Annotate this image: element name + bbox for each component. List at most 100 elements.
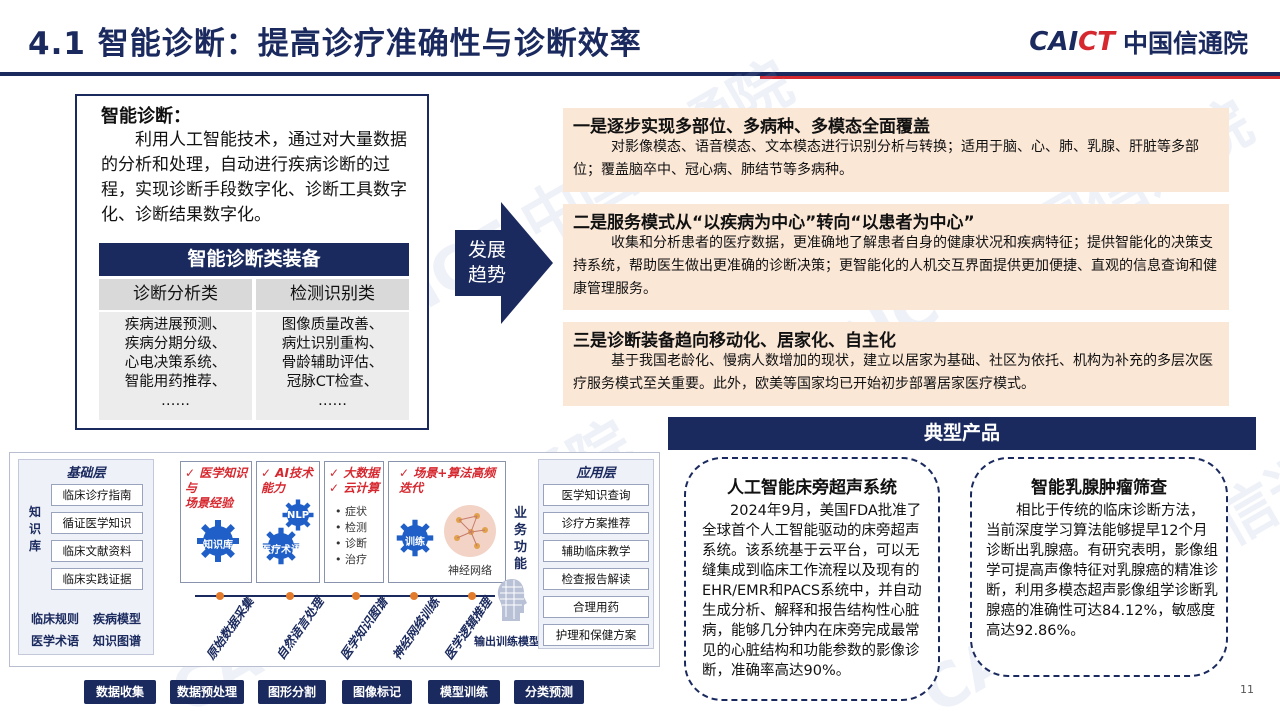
trend-box-3: 三是诊断装备趋向移动化、居家化、自主化 基于我国老龄化、慢病人数增加的现状，建立… — [563, 322, 1229, 406]
timeline-dot — [352, 592, 360, 600]
step-classification: 分类预测 — [514, 680, 584, 704]
kb-label: 知 识 库 — [29, 504, 41, 555]
business-label: 业 务 功 能 — [514, 505, 527, 573]
app-item: 诊疗方案推荐 — [543, 512, 649, 534]
bullet-item: • 检测 — [335, 521, 367, 534]
base-layer-title: 基础层 — [66, 466, 106, 481]
product-title: 智能乳腺肿瘤筛查 — [1031, 478, 1167, 498]
base-extra: 临床规则 — [31, 612, 80, 626]
trend-text: 基于我国老龄化、慢病人数增加的现状，建立以居家为基础、社区为依托、机构为补充的多… — [573, 353, 1213, 392]
app-item: 合理用药 — [543, 596, 649, 618]
list-item: 病灶识别重构、 — [281, 336, 384, 352]
arrow-label-line: 趋势 — [467, 264, 506, 286]
kb-item: 临床诊疗指南 — [51, 484, 143, 506]
app-item: 护理和保健方案 — [543, 624, 649, 646]
kb-item: 循证医学知识 — [51, 512, 143, 534]
definition-title: 智能诊断： — [101, 106, 191, 127]
step-data-collection: 数据收集 — [84, 680, 156, 704]
logo-chinese: 中国信通院 — [1122, 29, 1248, 58]
stage-label: ✓ 场景+算法高频 迭代 — [399, 466, 495, 496]
kb-label-char: 库 — [29, 539, 42, 553]
ai-diagnosis-diagram: 基础层 知 识 库 临床诊疗指南 循证医学知识 临床文献资料 临床实践证据 临床… — [9, 452, 660, 667]
kb-label-char: 识 — [29, 522, 42, 536]
stage-label-line: ✓ AI技术 — [261, 466, 313, 480]
product-text: 相比于传统的临床诊断方法，当前深度学习算法能够提早12个月诊断出乳腺癌。有研究表… — [986, 503, 1218, 639]
stage-iteration: ✓ 场景+算法高频 迭代 训练 神经网络 — [388, 461, 506, 583]
list-item: 疾病分期分级、 — [124, 336, 227, 352]
base-extra: 疾病模型 — [93, 612, 142, 626]
caict-logo: CAICT 中国信通院 — [1029, 24, 1248, 60]
gear-label: 训练 — [405, 537, 425, 548]
bigdata-bullets: • 症状 • 检测 • 诊断 • 治疗 — [335, 504, 367, 568]
definition-text: 利用人工智能技术，通过对大量数据的分析和处理，自动进行疾病诊断的过程，实现诊断手… — [101, 130, 407, 225]
business-label-char: 业 — [514, 506, 528, 521]
equipment-columns: 诊断分析类 检测识别类 — [99, 279, 409, 310]
trend-heading: 一是逐步实现多部位、多病种、多模态全面覆盖 — [573, 117, 930, 137]
stage-label: ✓ 大数据 ✓ 云计算 — [329, 466, 379, 496]
neural-network-label: 神经网络 — [448, 564, 492, 577]
bullet-item: • 症状 — [335, 505, 367, 518]
stage-knowledge: ✓ 医学知识与 场景经验 知识库 — [180, 461, 252, 583]
stage-label-line: 能力 — [261, 481, 286, 495]
app-item: 检查报告解读 — [543, 568, 649, 590]
stage-label-line: 迭代 — [399, 481, 424, 495]
list-item: …… — [161, 393, 190, 409]
product-card-breast-screening: 智能乳腺肿瘤筛查 相比于传统的临床诊断方法，当前深度学习算法能够提早12个月诊断… — [970, 457, 1228, 677]
gear-icon — [396, 519, 434, 557]
list-item: 智能用药推荐、 — [124, 374, 227, 390]
arrow-label: 发展 趋势 — [462, 238, 512, 288]
gear-label: 医疗术语 — [261, 545, 301, 556]
neural-network-icon — [444, 505, 496, 557]
product-text: 2024年9月，美国FDA批准了全球首个人工智能驱动的床旁超声系统。该系统基于云… — [702, 503, 922, 679]
column-header: 诊断分析类 — [99, 279, 252, 310]
kb-item: 临床实践证据 — [51, 568, 143, 590]
list-item: 心电决策系统、 — [124, 355, 227, 371]
bullet-item: • 诊断 — [335, 537, 367, 550]
stage-label-line: ✓ 场景+算法高频 — [399, 466, 496, 480]
stage-label-line: ✓ 云计算 — [329, 481, 380, 495]
stage-label-line: ✓ 大数据 — [329, 466, 380, 480]
trend-text: 收集和分析患者的医疗数据，更准确地了解患者自身的健康状况和疾病特征；提供智能化的… — [573, 235, 1217, 297]
timeline-label: 神经网络训练 — [389, 595, 443, 663]
detection-list: 图像质量改善、 病灶识别重构、 骨龄辅助评估、 冠脉CT检查、 …… — [256, 312, 409, 420]
gear-label: NLP — [286, 510, 310, 521]
business-label-char: 功 — [514, 540, 528, 555]
step-segmentation: 图形分割 — [258, 680, 326, 704]
equipment-header: 智能诊断类装备 — [99, 243, 409, 276]
arrow-label-line: 发展 — [467, 239, 506, 261]
products-header: 典型产品 — [668, 417, 1256, 450]
trend-heading: 三是诊断装备趋向移动化、居家化、自主化 — [573, 331, 896, 351]
product-title: 人工智能床旁超声系统 — [727, 478, 897, 498]
definition-panel: 智能诊断： 利用人工智能技术，通过对大量数据的分析和处理，自动进行疾病诊断的过程… — [75, 94, 429, 430]
base-extra: 知识图谱 — [93, 634, 142, 648]
analysis-list: 疾病进展预测、 疾病分期分级、 心电决策系统、 智能用药推荐、 …… — [99, 312, 252, 420]
gear-label: 知识库 — [203, 540, 233, 551]
timeline-dot — [216, 592, 224, 600]
list-item: 冠脉CT检查、 — [286, 374, 379, 390]
step-training: 模型训练 — [428, 680, 500, 704]
trend-heading: 二是服务模式从“以疾病为中心”转向“以患者为中心” — [573, 213, 975, 233]
page-number: 11 — [1240, 683, 1254, 696]
app-item: 辅助临床教学 — [543, 540, 649, 562]
page-title: 4.1 智能诊断：提高诊疗准确性与诊断效率 — [28, 26, 642, 62]
list-item: 骨龄辅助评估、 — [281, 355, 384, 371]
business-label-char: 能 — [514, 557, 528, 572]
kb-item: 临床文献资料 — [51, 540, 143, 562]
equipment-body: 疾病进展预测、 疾病分期分级、 心电决策系统、 智能用药推荐、 …… 图像质量改… — [99, 312, 409, 420]
trend-box-2: 二是服务模式从“以疾病为中心”转向“以患者为中心” 收集和分析患者的医疗数据，更… — [563, 204, 1229, 310]
business-label-char: 务 — [514, 523, 528, 538]
trend-arrow-icon — [455, 202, 553, 324]
trend-box-1: 一是逐步实现多部位、多病种、多模态全面覆盖 对影像模态、语音模态、文本模态进行识… — [563, 108, 1229, 192]
header-rule — [0, 72, 1280, 76]
timeline-label: 自然语言处理 — [273, 595, 327, 663]
trend-text: 对影像模态、语音模态、文本模态进行识别分析与转换；适用于脑、心、肺、乳腺、肝脏等… — [573, 139, 1199, 178]
timeline-dot — [410, 592, 418, 600]
list-item: 图像质量改善、 — [281, 317, 384, 333]
app-layer-title: 应用层 — [576, 466, 616, 481]
product-card-ultrasound: 人工智能床旁超声系统 2024年9月，美国FDA批准了全球首个人工智能驱动的床旁… — [684, 457, 940, 701]
head-model-icon — [497, 579, 527, 621]
gear-icon — [282, 499, 314, 531]
stage-label-line: ✓ 医学知识与 — [185, 466, 248, 495]
timeline-dot — [286, 592, 294, 600]
output-model-label: 输出训练模型 — [474, 635, 540, 648]
